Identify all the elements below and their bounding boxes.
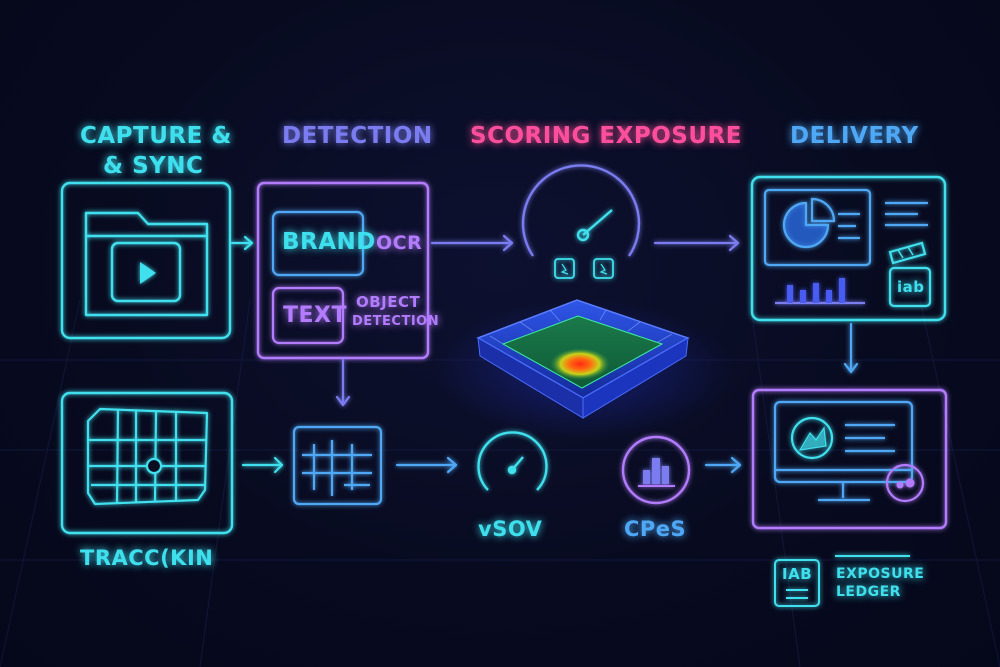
cpes-label: CPeS bbox=[624, 517, 687, 541]
background-grid bbox=[0, 299, 1000, 667]
iab-badge-label: iab bbox=[897, 278, 925, 296]
capture-title-line2: & SYNC bbox=[103, 153, 204, 179]
arrow-scoring-to-delivery bbox=[653, 234, 740, 252]
arrow-fusion-to-vsov bbox=[395, 456, 458, 474]
delivery-dashboard-box bbox=[750, 175, 947, 322]
detection-title: DETECTION bbox=[282, 123, 433, 149]
arrow-capture-to-detection bbox=[230, 235, 254, 251]
arrow-delivery-down bbox=[843, 322, 859, 374]
scoring-title: SCORING EXPOSURE bbox=[470, 123, 742, 149]
vsov-label: vSOV bbox=[478, 517, 543, 541]
tracking-box bbox=[60, 391, 234, 535]
arrow-detection-to-scoring bbox=[430, 234, 514, 252]
scoring-gauge bbox=[521, 164, 641, 279]
delivery-title: DELIVERY bbox=[790, 123, 919, 149]
cpes-chart-icon bbox=[621, 435, 691, 505]
delivery-monitor-box bbox=[751, 388, 948, 530]
flow-arrows bbox=[230, 234, 859, 474]
ledger-iab-label: IAB bbox=[782, 565, 813, 583]
ledger-label-line1: EXPOSURE bbox=[836, 566, 925, 582]
folder-video-icon bbox=[84, 211, 209, 317]
tracking-label: TRACC(KIN bbox=[80, 546, 214, 570]
stadium-heatmap bbox=[433, 299, 733, 440]
arrow-detection-down bbox=[335, 358, 351, 407]
text-label: TEXT bbox=[283, 303, 348, 328]
brand-label: BRAND bbox=[282, 229, 376, 255]
object-label-line1: OBJECT bbox=[356, 293, 421, 311]
fusion-box bbox=[292, 425, 383, 506]
ocr-label: OCR bbox=[376, 232, 423, 254]
capture-box bbox=[60, 181, 232, 340]
detection-box bbox=[256, 181, 430, 360]
vsov-gauge-icon bbox=[477, 431, 548, 491]
arrow-cpes-to-monitor bbox=[704, 456, 742, 474]
object-label-line2: DETECTION bbox=[352, 314, 440, 329]
capture-title-line1: CAPTURE & bbox=[80, 123, 232, 149]
ledger-label-line2: LEDGER bbox=[836, 584, 901, 600]
arrow-tracking-to-fusion bbox=[241, 456, 284, 474]
ledger-icon bbox=[774, 555, 910, 607]
